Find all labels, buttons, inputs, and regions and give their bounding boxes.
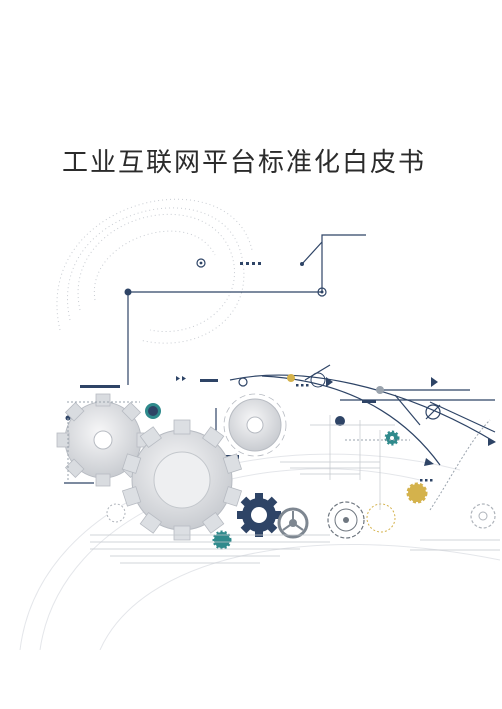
dotted-swirl-arcs — [56, 198, 253, 344]
gear-icon-navy — [237, 493, 281, 537]
gear-icon-light-center — [121, 419, 243, 541]
gear-icon-light-small — [106, 503, 126, 523]
gear-icon-gold-outline — [366, 503, 396, 533]
dotted-connectors — [67, 401, 491, 511]
document-title: 工业互联网平台标准化白皮书 — [62, 148, 427, 178]
gear-icon-teal-right — [384, 430, 400, 446]
gear-icon-outline — [327, 501, 365, 539]
node-circles — [65, 258, 441, 426]
gear-icon-teal-small — [212, 530, 232, 550]
gear-icon-gold — [406, 482, 428, 504]
industrial-gears-illustration — [19, 198, 501, 650]
circuit-board-lines — [90, 415, 500, 564]
gear-icon-light-right — [470, 503, 496, 529]
arrow-icons — [176, 376, 496, 466]
gear-icon-light-left — [56, 393, 150, 487]
gear-icon-light-upper — [223, 393, 287, 457]
gear-icon-gray — [277, 507, 309, 539]
gear-icon-teal-left — [145, 403, 161, 419]
